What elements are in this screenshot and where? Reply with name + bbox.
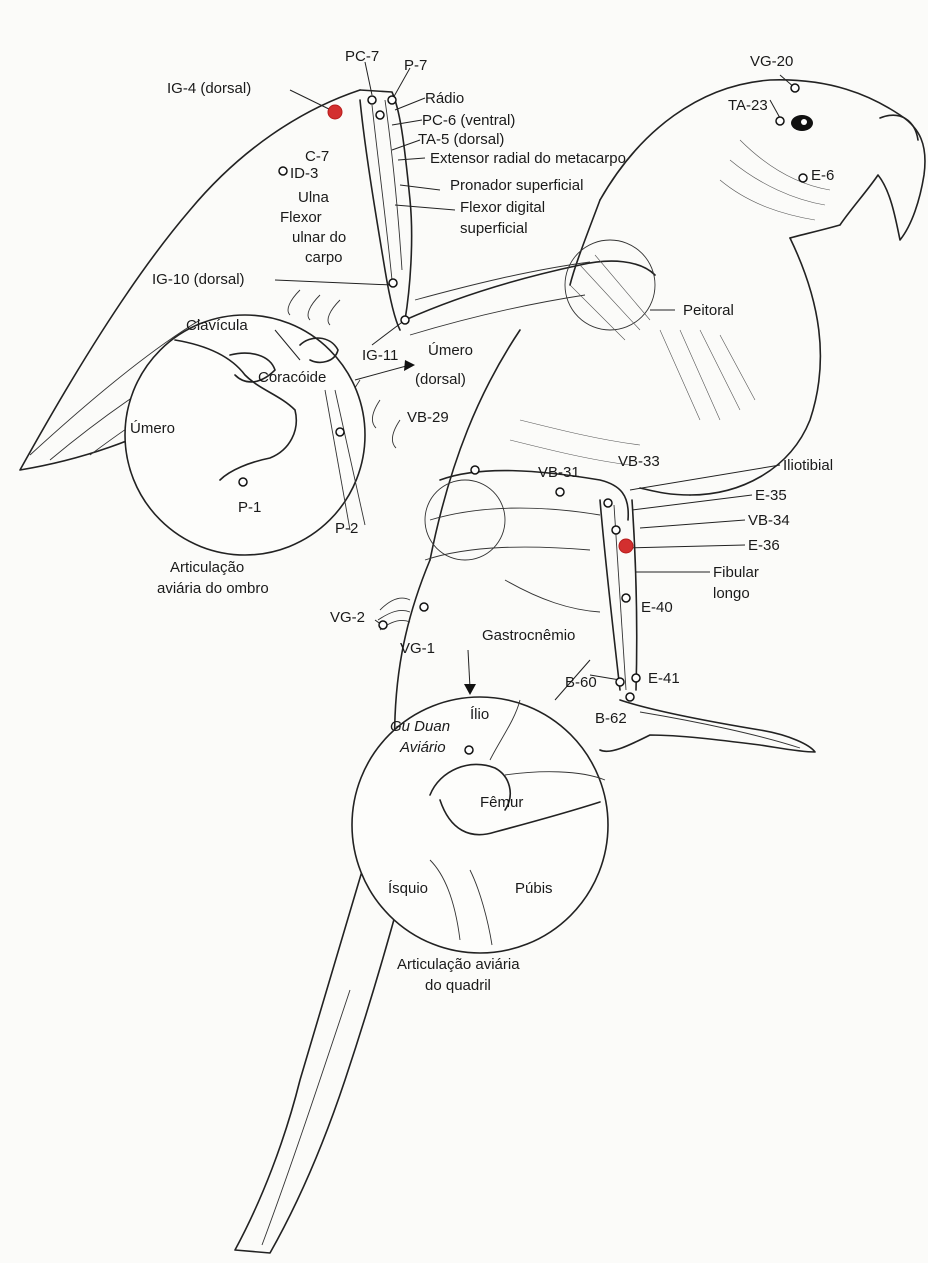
label-ig4: IG-4 (dorsal) xyxy=(167,80,251,97)
label-e41: E-41 xyxy=(648,670,680,687)
label-e6: E-6 xyxy=(811,167,834,184)
label-p2: P-2 xyxy=(335,520,358,537)
acupoint-vb31 xyxy=(556,488,564,496)
label-hip-caption-2: do quadril xyxy=(425,977,491,994)
acupoint-ig4 xyxy=(328,105,342,119)
label-vb29: VB-29 xyxy=(407,409,449,426)
acupoint-p7 xyxy=(388,96,396,104)
label-peitoral: Peitoral xyxy=(683,302,734,319)
label-ig11: IG-11 xyxy=(362,347,398,364)
label-umero-dorsal-2: (dorsal) xyxy=(415,371,466,388)
hip-inset-circle xyxy=(352,697,608,953)
acupoint-vb33 xyxy=(604,499,612,507)
label-extensor: Extensor radial do metacarpo xyxy=(430,150,626,167)
label-flexor-1: Flexor xyxy=(280,209,322,226)
label-ilio: Ílio xyxy=(470,706,489,723)
label-pc6: PC-6 (ventral) xyxy=(422,112,515,129)
acupoint-e40 xyxy=(622,594,630,602)
acupoint-p1 xyxy=(239,478,247,486)
label-ta5: TA-5 (dorsal) xyxy=(418,131,504,148)
acupoint-p2 xyxy=(336,428,344,436)
label-ulna: Ulna xyxy=(298,189,330,206)
label-coracoide: Coracóide xyxy=(258,369,326,386)
label-flexor-3: carpo xyxy=(305,249,343,266)
label-b60: B-60 xyxy=(565,674,597,691)
label-gastrocnemio: Gastrocnêmio xyxy=(482,627,575,644)
label-vg20: VG-20 xyxy=(750,53,793,70)
label-isquio: Ísquio xyxy=(388,880,428,897)
label-vb34: VB-34 xyxy=(748,512,790,529)
acupoint-e41 xyxy=(632,674,640,682)
acupoint-e36 xyxy=(619,539,633,553)
label-vg2: VG-2 xyxy=(330,609,365,626)
acupoint-pc7 xyxy=(368,96,376,104)
label-iliotibial: Iliotibial xyxy=(783,457,833,474)
label-fibular-1: Fibular xyxy=(713,564,759,581)
acupoint-e6 xyxy=(799,174,807,182)
label-ig10: IG-10 (dorsal) xyxy=(152,271,245,288)
label-fibular-2: longo xyxy=(713,585,750,602)
acupoint-ig10 xyxy=(389,279,397,287)
label-pc7: PC-7 xyxy=(345,48,379,65)
acupoint-ta23 xyxy=(776,117,784,125)
label-e36: E-36 xyxy=(748,537,780,554)
label-e40: E-40 xyxy=(641,599,673,616)
acupoint-id3 xyxy=(279,167,287,175)
label-p7: P-7 xyxy=(404,57,427,74)
label-e35: E-35 xyxy=(755,487,787,504)
label-hip-caption-1: Articulação aviária xyxy=(397,956,520,973)
acupoint-vg20 xyxy=(791,84,799,92)
label-gu-duan-2: Aviário xyxy=(399,739,446,756)
parrot-body-outline xyxy=(20,80,925,1253)
label-vb33: VB-33 xyxy=(618,453,660,470)
label-flexor-digital-2: superficial xyxy=(460,220,528,237)
label-gu-duan-1: Gu Duan xyxy=(390,718,450,735)
acupoint-pc6 xyxy=(376,111,384,119)
label-pubis: Púbis xyxy=(515,880,553,897)
label-flexor-2: ulnar do xyxy=(292,229,346,246)
acupoint-b60 xyxy=(616,678,624,686)
label-flexor-digital-1: Flexor digital xyxy=(460,199,545,216)
acupoint-vb34 xyxy=(612,526,620,534)
acupoint-vg2 xyxy=(379,621,387,629)
label-shoulder-caption-2: aviária do ombro xyxy=(157,580,269,597)
label-radio: Rádio xyxy=(425,90,464,107)
label-ta23: TA-23 xyxy=(728,97,768,114)
acupoint-ig11 xyxy=(401,316,409,324)
label-c7: C-7 xyxy=(305,148,329,165)
label-id3: ID-3 xyxy=(290,165,318,182)
label-vg1: VG-1 xyxy=(400,640,435,657)
label-vb31: VB-31 xyxy=(538,464,580,481)
acupoint-vg1 xyxy=(420,603,428,611)
acupoint-b62 xyxy=(626,693,634,701)
label-p1: P-1 xyxy=(238,499,261,516)
label-umero-dorsal-1: Úmero xyxy=(428,342,473,359)
acupoint-gu-duan xyxy=(465,746,473,754)
label-pronador: Pronador superficial xyxy=(450,177,583,194)
label-shoulder-caption-1: Articulação xyxy=(170,559,244,576)
label-b62: B-62 xyxy=(595,710,627,727)
label-clavicula: Clavícula xyxy=(186,317,248,334)
acupoint-vb29 xyxy=(471,466,479,474)
label-umero: Úmero xyxy=(130,420,175,437)
label-femur: Fêmur xyxy=(480,794,523,811)
